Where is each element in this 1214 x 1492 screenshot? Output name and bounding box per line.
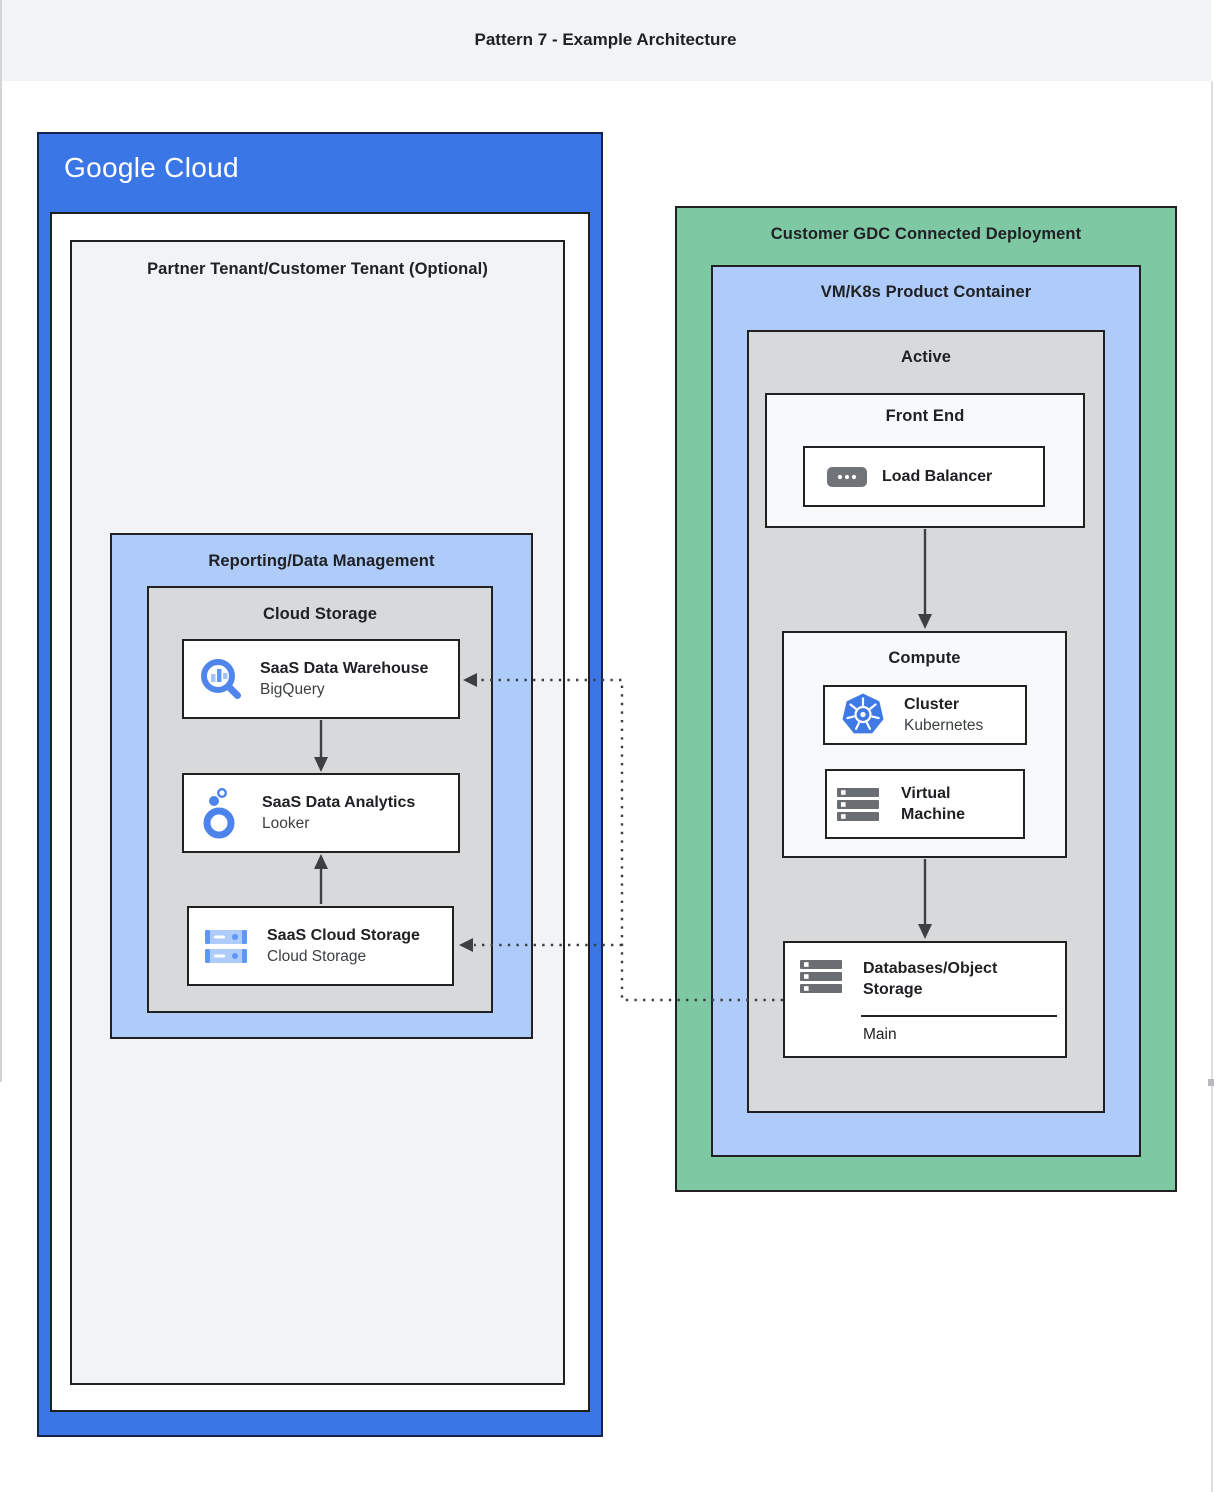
card-subtitle: Kubernetes xyxy=(904,717,984,734)
load-balancer-card: Load Balancer xyxy=(803,446,1045,507)
load-balancer-icon xyxy=(827,466,867,487)
divider xyxy=(861,1015,1057,1017)
card-text: Cluster Kubernetes xyxy=(904,694,983,736)
card-title: Databases/Object Storage xyxy=(863,960,998,998)
kubernetes-icon xyxy=(842,693,884,734)
diagram-header: Pattern 7 - Example Architecture xyxy=(0,0,1211,81)
bigquery-icon xyxy=(201,659,241,699)
card-text: SaaS Cloud Storage Cloud Storage xyxy=(267,925,420,967)
reporting-title: Reporting/Data Management xyxy=(208,552,435,570)
card-subtitle: Looker xyxy=(262,815,310,832)
card-title: SaaS Cloud Storage xyxy=(267,927,420,944)
server-icon xyxy=(800,960,842,993)
page-title: Pattern 7 - Example Architecture xyxy=(474,30,737,49)
front-end-title: Front End xyxy=(885,407,965,425)
active-title: Active xyxy=(900,348,952,366)
cluster-card: Cluster Kubernetes xyxy=(823,685,1027,745)
partner-tenant-title: Partner Tenant/Customer Tenant (Optional… xyxy=(147,260,488,278)
saas-cloud-storage-card: SaaS Cloud Storage Cloud Storage xyxy=(187,906,454,986)
vm-k8s-title: VM/K8s Product Container xyxy=(820,283,1032,301)
saas-data-warehouse-card: SaaS Data Warehouse BigQuery xyxy=(182,639,460,719)
google-cloud-logo: Google Cloud xyxy=(64,152,239,183)
card-subtitle: Cloud Storage xyxy=(267,948,367,965)
looker-icon xyxy=(203,788,235,839)
databases-object-storage-card: Databases/Object Storage Main xyxy=(783,941,1067,1058)
cloud-storage-icon xyxy=(205,929,247,963)
card-title: SaaS Data Warehouse xyxy=(260,660,429,677)
card-title: Cluster xyxy=(904,696,960,713)
compute-title: Compute xyxy=(888,649,961,667)
page-break-tick xyxy=(1208,1079,1214,1086)
card-title: Load Balancer xyxy=(882,468,993,485)
card-text: SaaS Data Analytics Looker xyxy=(262,792,415,834)
gdc-title: Customer GDC Connected Deployment xyxy=(770,225,1082,243)
canvas-right-edge xyxy=(1211,81,1213,1492)
server-icon xyxy=(837,787,879,821)
saas-data-analytics-card: SaaS Data Analytics Looker xyxy=(182,773,460,853)
card-title: SaaS Data Analytics xyxy=(262,794,416,811)
card-subtitle: BigQuery xyxy=(260,681,325,698)
cloud-storage-group-title: Cloud Storage xyxy=(262,605,378,623)
card-text: SaaS Data Warehouse BigQuery xyxy=(260,658,428,700)
canvas-left-edge xyxy=(0,0,2,1082)
card-title: Virtual Machine xyxy=(901,785,966,823)
databases-footer-label: Main xyxy=(863,1026,897,1043)
virtual-machine-card: Virtual Machine xyxy=(825,769,1025,839)
